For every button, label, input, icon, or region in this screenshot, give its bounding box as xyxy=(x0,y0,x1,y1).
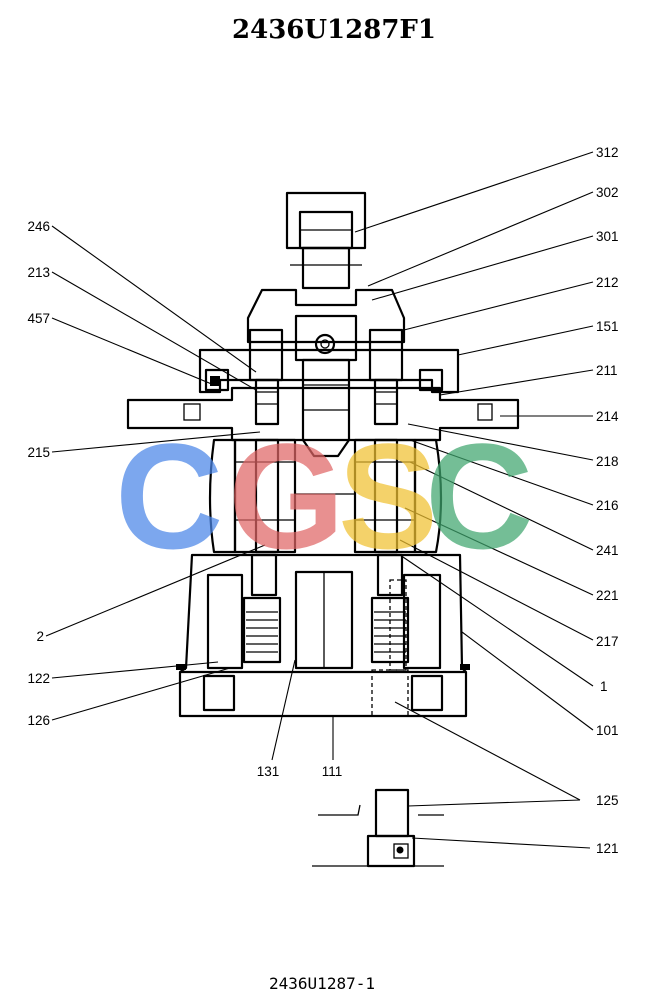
callout-302: 302 xyxy=(596,185,619,200)
callout-216: 216 xyxy=(596,498,619,513)
valve-assembly-drawing xyxy=(126,191,520,868)
callout-217: 217 xyxy=(596,634,619,649)
callout-301: 301 xyxy=(596,229,619,244)
diagram-title: 2436U1287F1 xyxy=(232,15,436,45)
callout-111: 111 xyxy=(322,764,343,779)
callout-151: 151 xyxy=(596,319,619,334)
callout-212: 212 xyxy=(596,275,619,290)
callout-labels: 312 302 301 212 151 211 214 218 216 241 … xyxy=(27,145,619,856)
callout-121: 121 xyxy=(596,841,619,856)
drawing-number: 2436U1287-1 xyxy=(269,974,375,993)
callout-457: 457 xyxy=(27,311,50,326)
callout-211: 211 xyxy=(596,363,618,378)
watermark-letter-2: G xyxy=(228,412,345,580)
callout-246: 246 xyxy=(27,219,50,234)
leader-lines xyxy=(45,151,594,849)
callout-2: 2 xyxy=(36,629,44,644)
callout-214: 214 xyxy=(596,409,619,424)
watermark-letter-1: C xyxy=(115,412,223,580)
watermark-letter-3: S xyxy=(338,412,438,580)
callout-312: 312 xyxy=(596,145,619,160)
callout-215: 215 xyxy=(27,445,50,460)
callout-221: 221 xyxy=(596,588,619,603)
callout-101: 101 xyxy=(596,723,619,738)
callout-213: 213 xyxy=(27,265,50,280)
callout-125: 125 xyxy=(596,793,619,808)
callout-218: 218 xyxy=(596,454,619,469)
watermark-logo: C G S C xyxy=(115,412,533,580)
watermark-letter-4: C xyxy=(425,412,533,580)
callout-122: 122 xyxy=(27,671,50,686)
callout-1: 1 xyxy=(600,679,608,694)
callout-131: 131 xyxy=(257,764,280,779)
callout-126: 126 xyxy=(27,713,50,728)
callout-241: 241 xyxy=(596,543,619,558)
